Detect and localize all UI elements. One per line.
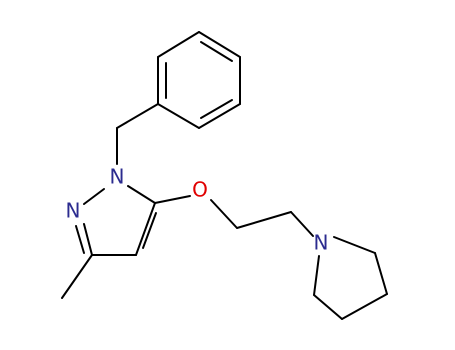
bond-benzyl [116,103,159,129]
double-bond-inner [75,225,85,254]
bond [313,255,320,296]
bond-ch2-n [290,211,314,237]
pyrrolidine-ring [313,236,388,320]
double-bond-inner [200,99,233,119]
double-bond-inner [200,41,233,62]
bond [198,103,241,129]
bond [83,223,93,256]
bond-o-ch2 [210,199,238,229]
bond [83,188,105,205]
bond [374,252,388,295]
bond [198,31,241,58]
bond [341,293,388,320]
atom-o-ether: O [192,178,208,202]
bond [127,185,156,204]
bond [313,294,343,320]
benzene-ring [157,31,241,129]
double-bond-inner [142,212,157,249]
bond-ch2-ch2 [236,211,292,229]
atom-n-ring: N [66,199,81,223]
bond [157,103,200,129]
bond-c-o [154,195,191,204]
bond [135,202,156,256]
bond-methyl [61,254,93,299]
atom-n-pyrrolidine: N [314,231,329,255]
bond [157,31,200,58]
pyrazole-ring [75,185,157,256]
atom-n-ring: N [110,165,125,189]
bond [333,236,376,254]
